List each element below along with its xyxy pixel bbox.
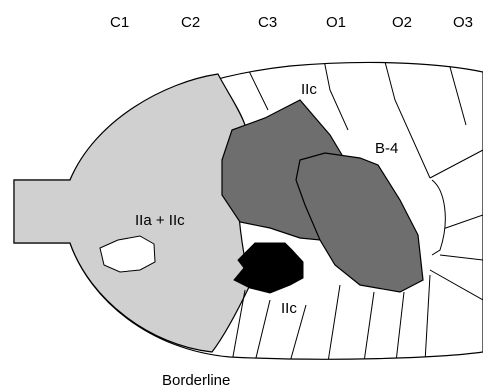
label-b4: B-4 — [375, 140, 398, 157]
top-label-o2: O2 — [392, 14, 412, 31]
label-iia-iic: IIa + IIc — [135, 212, 185, 229]
label-lower-iic: IIc — [281, 300, 297, 317]
top-label-o1: O1 — [326, 14, 346, 31]
top-label-o3: O3 — [453, 14, 473, 31]
label-upper-iic: IIc — [301, 81, 317, 98]
top-label-c3: C3 — [258, 14, 277, 31]
top-label-c2: C2 — [181, 14, 200, 31]
label-borderline: Borderline — [162, 372, 230, 389]
region-line-c1 — [148, 30, 178, 80]
light-gray-region — [14, 74, 250, 352]
top-label-c1: C1 — [110, 14, 129, 31]
